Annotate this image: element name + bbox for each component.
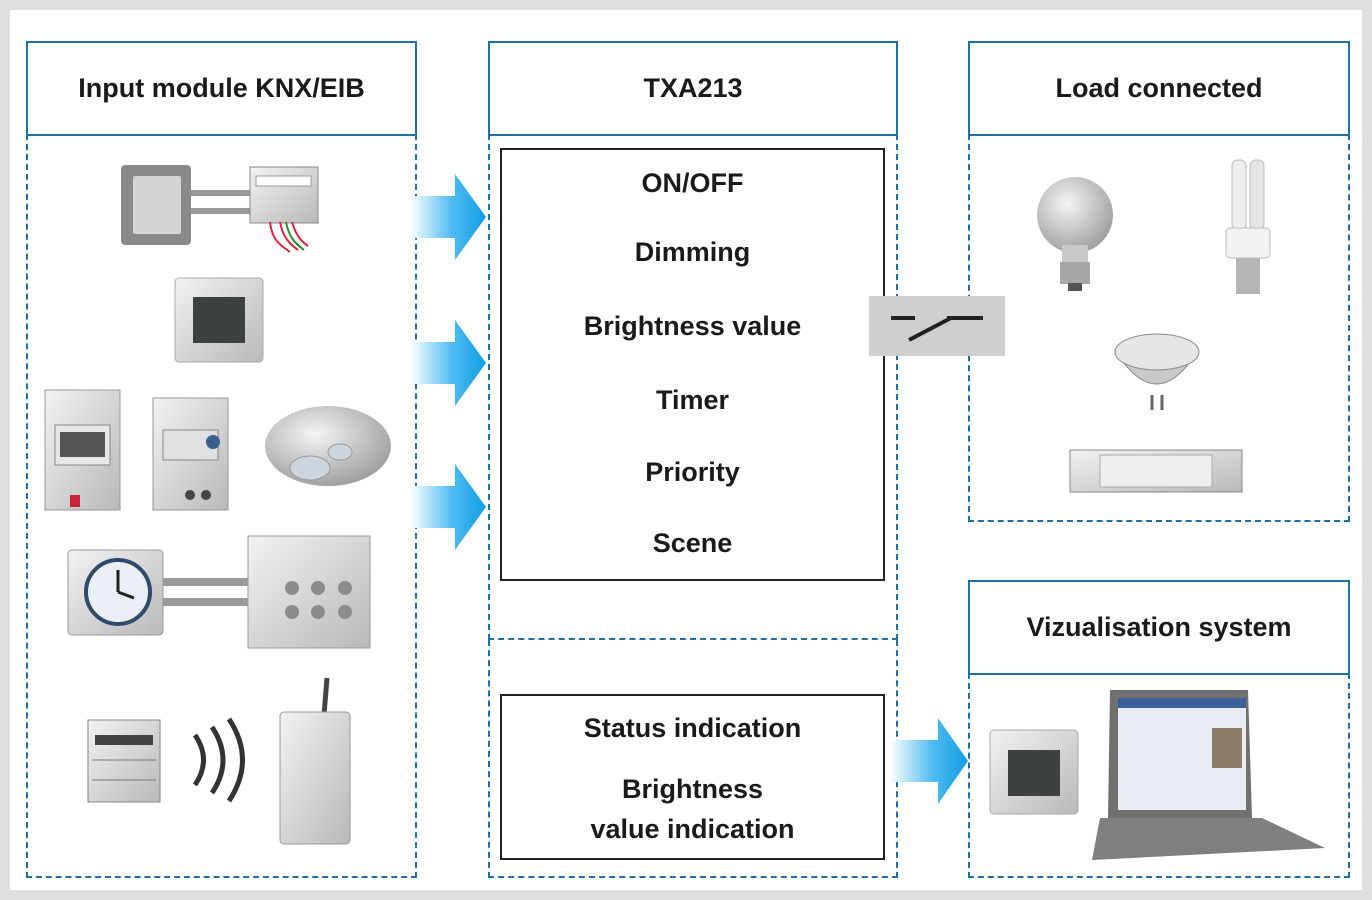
ceiling-motion-detector-icon	[265, 406, 391, 486]
din-rail-timer-icon	[44, 389, 121, 511]
input-module-header: Input module KNX/EIB	[26, 41, 417, 136]
indication-brightness-value: Brightness value indication	[500, 760, 885, 860]
load-title: Load connected	[1055, 73, 1263, 103]
arrow-right-icon	[410, 174, 486, 260]
room-display-icon	[989, 729, 1079, 815]
indication-label-line2: value indication	[590, 814, 795, 844]
function-brightness-value: Brightness value	[500, 288, 885, 366]
radio-receiver-icon	[279, 677, 351, 845]
din-rail-actuator-icon	[247, 535, 371, 649]
device-functions-panel	[488, 134, 898, 640]
push-button-with-interface-icon	[121, 165, 319, 253]
indication-status: Status indication	[500, 694, 885, 762]
electronic-ballast-icon	[1069, 449, 1243, 493]
device-header: TXA213	[488, 41, 898, 136]
function-label: Priority	[645, 456, 740, 487]
function-scene: Scene	[500, 508, 885, 581]
laptop-icon	[1092, 690, 1325, 860]
indication-label-line1: Brightness	[621, 773, 764, 804]
device-title: TXA213	[643, 73, 743, 103]
function-dimming: Dimming	[500, 216, 885, 290]
radio-waves-icon	[192, 717, 245, 803]
indication-label: Status indication	[583, 712, 802, 743]
visual-title: Vizualisation system	[1026, 612, 1292, 642]
function-priority: Priority	[500, 436, 885, 510]
halogen-reflector-lamp-icon	[1114, 333, 1200, 410]
incandescent-bulb-icon	[1037, 177, 1113, 291]
din-rail-dimmer-icon	[152, 397, 229, 511]
room-controller-icon	[174, 277, 264, 363]
switch-contact-icon	[869, 296, 1005, 356]
arrow-right-icon	[890, 718, 968, 804]
arrow-right-icon	[410, 320, 486, 406]
arrow-right-icon	[410, 464, 486, 550]
visual-header: Vizualisation system	[968, 580, 1350, 675]
function-label: Timer	[655, 384, 730, 415]
analog-time-switch-icon	[67, 549, 254, 636]
load-header: Load connected	[968, 41, 1350, 136]
function-label: Brightness value	[583, 310, 802, 341]
visual-panel	[968, 673, 1350, 878]
radio-transmitter-icon	[87, 719, 161, 803]
function-label: ON/OFF	[641, 167, 744, 198]
function-label: Scene	[652, 528, 733, 559]
function-label: Dimming	[634, 236, 751, 267]
input-module-title: Input module KNX/EIB	[78, 73, 365, 103]
compact-fluorescent-lamp-icon	[1225, 159, 1271, 294]
